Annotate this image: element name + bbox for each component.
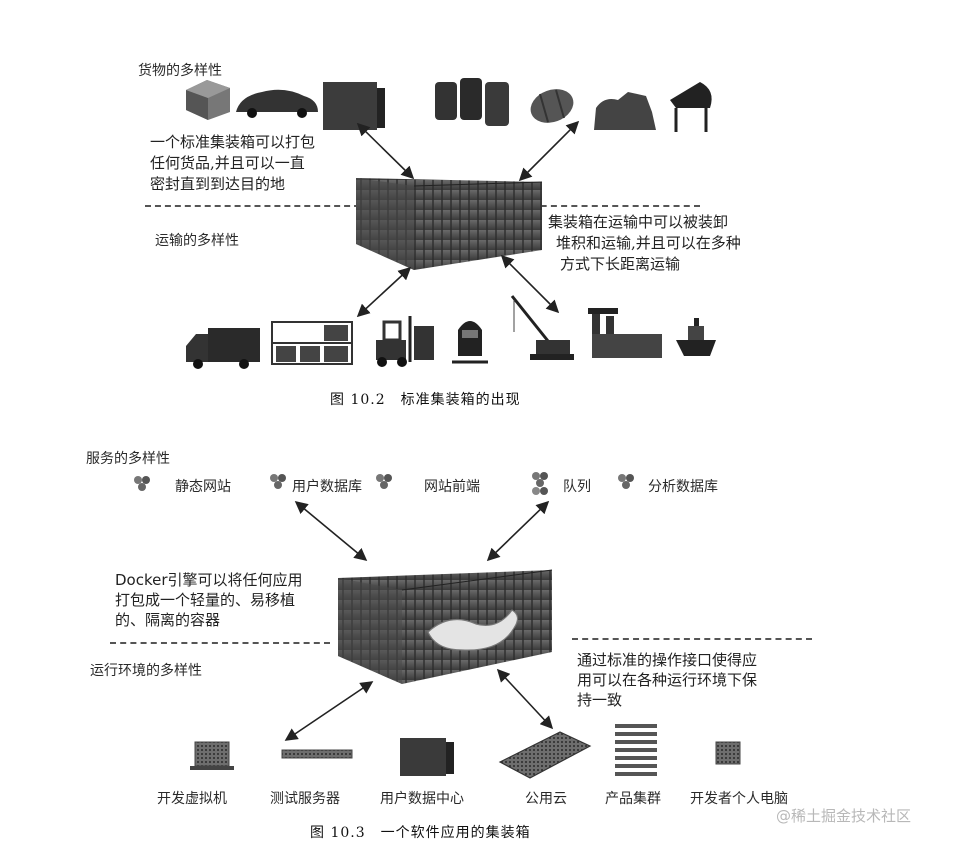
env-label-dev-vm: 开发虚拟机 [157, 791, 227, 807]
services-diversity-title: 服务的多样性 [86, 451, 170, 467]
arrow-cargo-right [518, 120, 580, 182]
ship-icon [676, 318, 716, 356]
runtime-description-line2: 用可以在各种运行环境下保 [577, 671, 758, 689]
service-label-analytics-db: 分析数据库 [648, 479, 718, 495]
cargo-description-line1: 一个标准集装箱可以打包 [150, 133, 316, 151]
datacenter-icon [400, 738, 454, 776]
molecule-icon [134, 476, 150, 491]
box-icon [186, 80, 230, 120]
cargo-description-line2: 任何货品,并且可以一直 [150, 154, 305, 172]
docker-description-line1: Docker引擎可以将任何应用 [115, 571, 303, 589]
cargo-description-line3: 密封直到到达目的地 [150, 175, 286, 193]
env-label-public-cloud: 公用云 [525, 791, 567, 807]
env-label-user-datacenter: 用户数据中心 [380, 791, 464, 807]
truck-icon [186, 328, 260, 369]
runtime-description-line3: 持一致 [577, 691, 623, 709]
arrow-services-left [294, 500, 368, 562]
transport-diversity-title: 运输的多样性 [155, 233, 239, 249]
divider-dashed-left [145, 205, 370, 207]
server-rack-icon [281, 749, 353, 759]
transport-description-line3: 方式下长距离运输 [560, 255, 681, 273]
env-label-test-server: 测试服务器 [270, 791, 340, 807]
shipping-container-icon [356, 178, 543, 270]
docker-whale-icon [427, 609, 519, 651]
env-label-production-cluster: 产品集群 [605, 791, 661, 807]
cargo-diversity-title: 货物的多样性 [138, 63, 222, 79]
service-label-static-site: 静态网站 [175, 479, 231, 495]
service-label-user-db: 用户数据库 [292, 479, 362, 495]
arrow-services-right [486, 500, 550, 562]
transport-description-line1: 集装箱在运输中可以被装卸 [548, 213, 729, 231]
laptop-icon [190, 741, 234, 770]
divider-dashed-right [510, 205, 700, 207]
service-label-web-frontend: 网站前端 [424, 479, 480, 495]
divider-dashed-right-2 [572, 638, 812, 640]
forklift-icon [376, 316, 434, 367]
divider-dashed-left-2 [110, 642, 330, 644]
barrel-icon [530, 89, 574, 123]
crate-icon [323, 82, 385, 130]
crane-icon [510, 295, 574, 360]
runtime-diversity-title: 运行环境的多样性 [90, 663, 202, 679]
train-icon [452, 321, 488, 364]
molecule-icon [618, 474, 634, 489]
env-label-dev-pc: 开发者个人电脑 [690, 791, 788, 807]
car-icon [236, 89, 318, 118]
warehouse-rack-icon [271, 321, 353, 365]
arrow-transport-right [500, 254, 560, 314]
watermark: @稀土掘金技术社区 [776, 807, 912, 825]
docker-description-line3: 的、隔离的容器 [115, 611, 221, 629]
piano-icon [670, 82, 712, 132]
arrow-runtime-left [284, 681, 374, 741]
docker-description-line2: 打包成一个轻量的、易移植 [115, 591, 296, 609]
barrels-icon [435, 78, 509, 126]
arrow-runtime-right [496, 668, 554, 730]
molecule-icon [532, 472, 548, 495]
figure-10-3-caption: 图 10.3 一个软件应用的集装箱 [310, 825, 531, 841]
transport-description-line2: 堆积和运输,并且可以在多种 [556, 234, 741, 252]
service-label-queue: 队列 [563, 479, 591, 495]
cluster-icon [615, 724, 657, 776]
motherboard-icon [498, 731, 592, 779]
arrow-cargo-left [356, 122, 415, 180]
desktop-icon [715, 741, 741, 765]
arrow-transport-left [356, 266, 412, 318]
port-icon [588, 308, 662, 358]
figure-10-2-caption: 图 10.2 标准集装箱的出现 [330, 392, 521, 408]
runtime-description-line1: 通过标准的操作接口使得应 [577, 651, 758, 669]
molecule-icon [270, 474, 392, 489]
machinery-icon [594, 92, 656, 130]
